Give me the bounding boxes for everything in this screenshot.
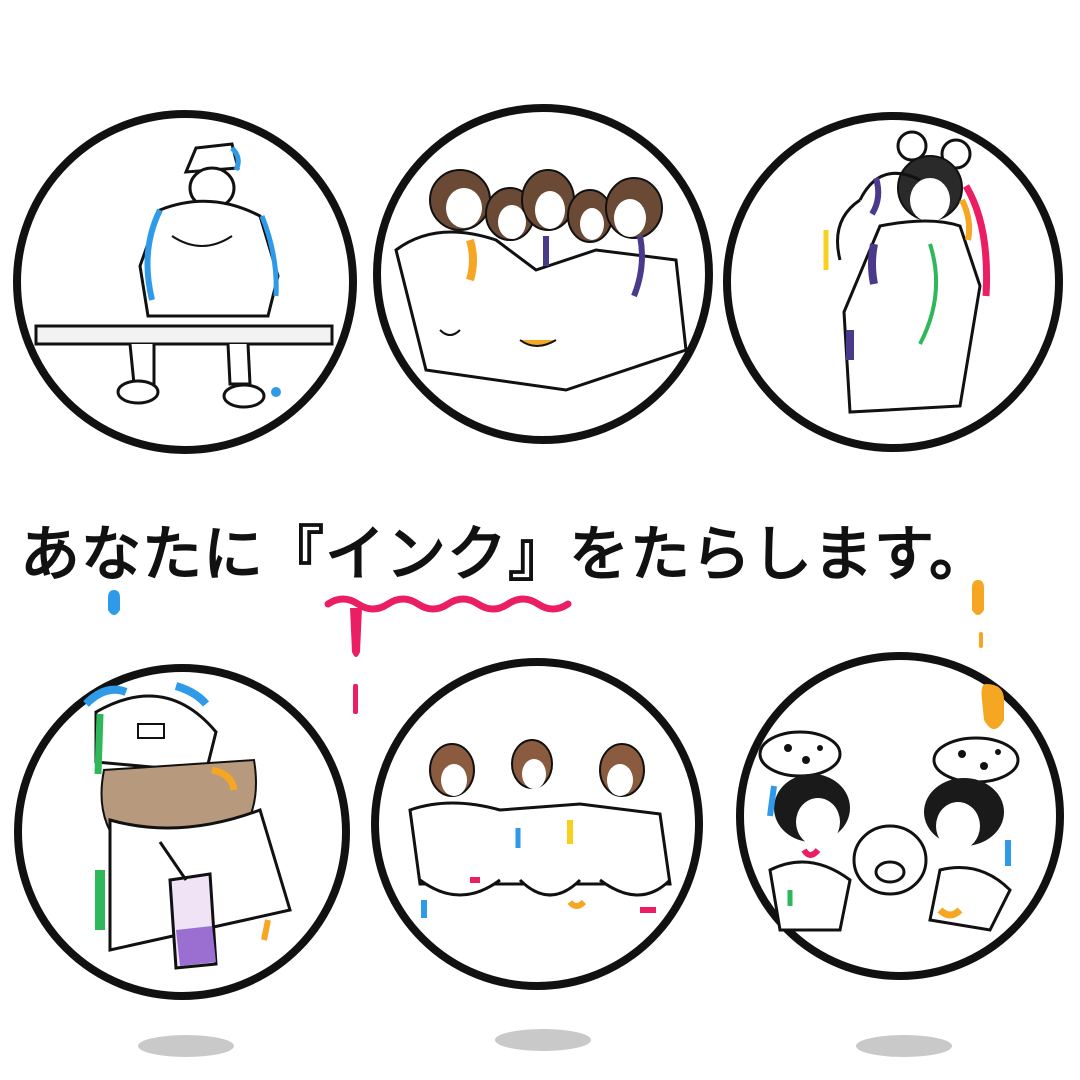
illustration-panel-4	[14, 664, 350, 1000]
illustration-panel-6	[736, 652, 1064, 980]
illustration-panel-5	[371, 658, 703, 990]
illustration-panel-3	[723, 112, 1063, 452]
headline-text: あなたに『インク』をたらします。	[20, 520, 990, 590]
illustration-panel-2	[373, 104, 713, 444]
illustration-panel-1	[13, 110, 357, 454]
floor-shadows	[138, 1029, 952, 1057]
headline: あなたに『インク』をたらします。	[0, 515, 1080, 595]
ink-drip-decorations	[108, 580, 1004, 729]
